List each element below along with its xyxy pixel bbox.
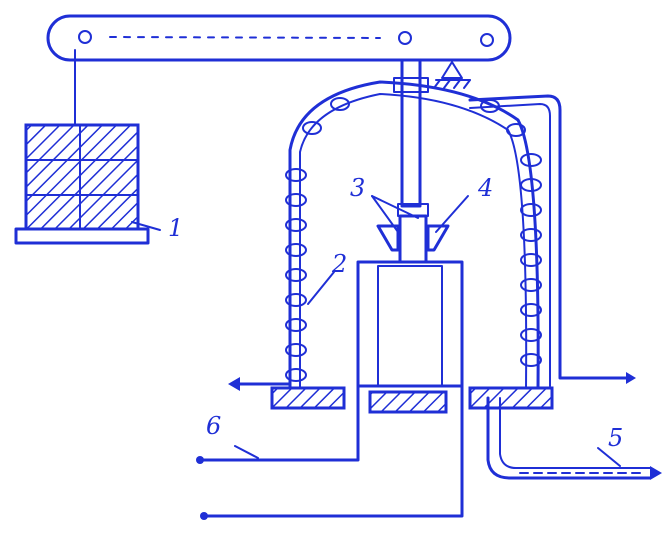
label-2: 2 [331,250,347,278]
label-6: 6 [206,412,221,440]
leader-lines [307,195,469,305]
weight-stack [14,49,161,245]
label-4: 4 [477,174,493,202]
die-body [356,260,464,388]
label-3: 3 [350,174,365,202]
label-1: 1 [168,214,183,242]
label-5: 5 [608,424,623,452]
upper-punch [376,214,450,264]
pivot-support [433,61,471,89]
bottom-platen [270,386,554,414]
cooling-pipe-right [468,94,636,387]
left-supply-arrow [228,377,292,391]
outflow-pipe-5 [486,396,662,480]
lever-beam [46,14,512,62]
induction-coil [285,80,542,390]
lead-wire-bottom [200,384,464,520]
lead-wire-6 [196,298,360,464]
